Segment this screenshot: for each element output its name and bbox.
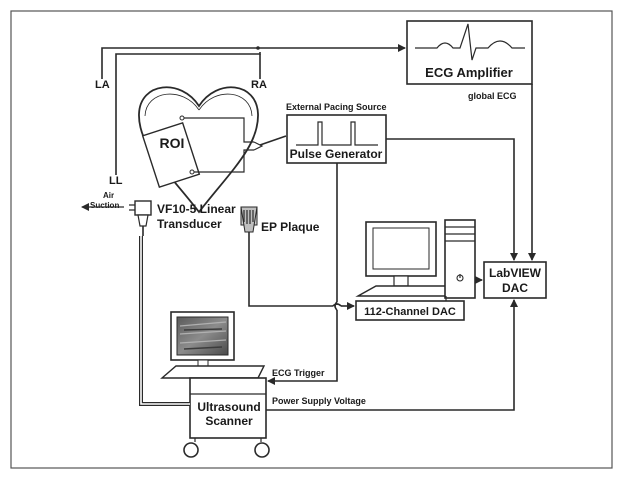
labview-dac-label: DAC — [502, 281, 528, 295]
linear-transducer — [129, 200, 152, 236]
computer-workstation — [355, 219, 476, 304]
ecg-lead-wires — [101, 44, 406, 175]
pacing-electrode-wires — [179, 115, 287, 175]
ultrasound-scanner: Ultrasound Scanner — [160, 311, 270, 458]
diagram-frame — [10, 10, 613, 469]
channel-dac-label: 112-Channel DAC — [364, 306, 456, 318]
ecg-amplifier-label: ECG Amplifier — [425, 65, 513, 80]
power-supply-voltage-label: Power Supply Voltage — [272, 396, 366, 406]
pulse-generator-label: Pulse Generator — [290, 147, 383, 161]
ep-plaque-label: EP Plaque — [261, 220, 320, 234]
global-ecg-label: global ECG — [468, 91, 517, 101]
channel-dac-112: 112-Channel DAC — [355, 300, 465, 321]
pulse-generator: Pulse Generator — [286, 114, 387, 164]
external-pacing-source-label: External Pacing Source — [286, 102, 387, 112]
ra-electrode-label: RA — [251, 79, 267, 91]
ep-plaque — [240, 206, 258, 240]
labview-dac: LabVIEW DAC — [483, 261, 547, 299]
ll-electrode-label: LL — [109, 175, 123, 187]
roi-label: ROI — [160, 135, 185, 151]
transducer-label-line2: Transducer — [157, 217, 222, 231]
ecg-trigger-label: ECG Trigger — [272, 368, 325, 378]
ecg-amplifier: ECG Amplifier — [406, 20, 533, 85]
la-electrode-label: LA — [95, 79, 110, 91]
air-label: Air — [103, 191, 114, 200]
labview-label: LabVIEW — [489, 266, 542, 280]
ultrasound-label-line2: Scanner — [205, 414, 253, 428]
signal-connections — [248, 84, 536, 411]
suction-label: Suction — [90, 201, 119, 210]
roi-region: ROI — [141, 121, 201, 189]
ultrasound-label-line1: Ultrasound — [197, 400, 260, 414]
transducer-label-line1: VF10-5 Linear — [157, 202, 236, 216]
